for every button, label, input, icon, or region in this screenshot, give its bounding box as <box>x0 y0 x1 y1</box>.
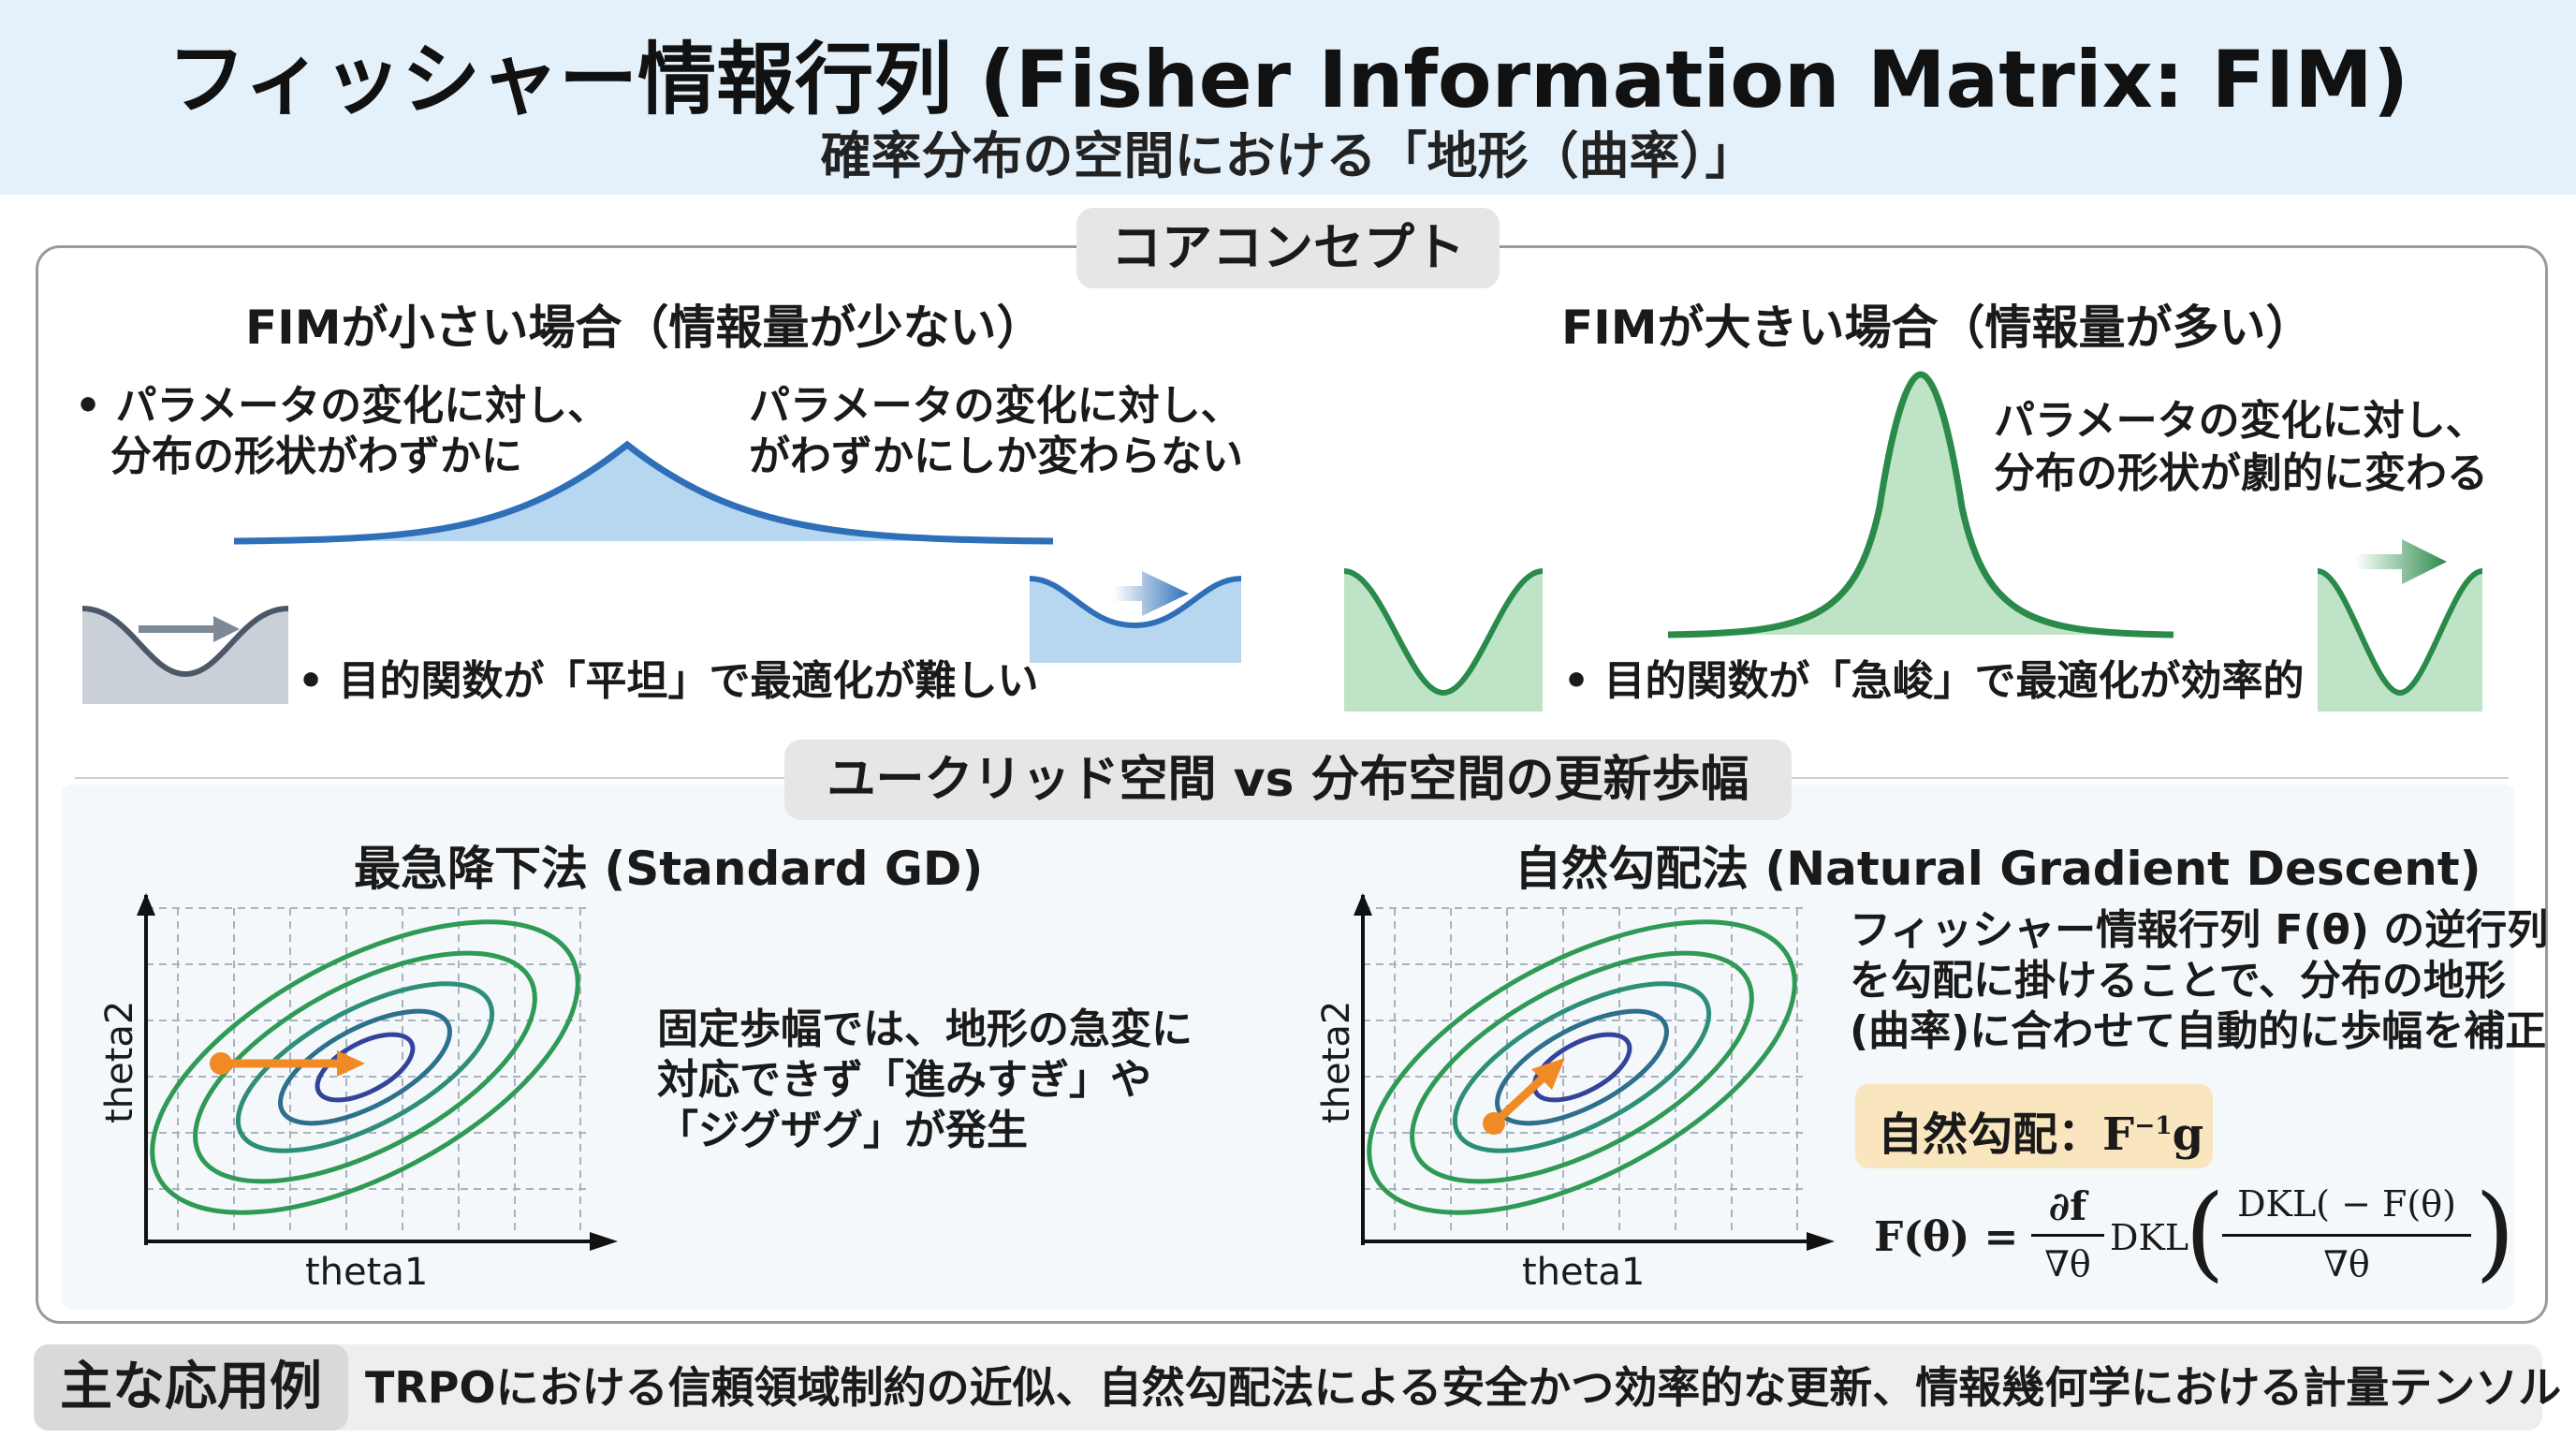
large-fim-bullet1-line2: 分布の形状が劇的に変わる <box>1994 449 2488 497</box>
wide-distribution-curve <box>233 440 1054 545</box>
steep-well-left <box>1343 568 1544 712</box>
formula-denominator: ∇θ <box>2044 1243 2091 1284</box>
natural-gradient-formula: F <box>2102 1108 2135 1161</box>
formula-inner-numerator: DKL( − F(θ) <box>2237 1183 2456 1225</box>
natural-gd-heading: 自然勾配法 (Natural Gradient Descent) <box>1515 842 2481 896</box>
natural-gd-desc-line1: フィッシャー情報行列 F(θ) の逆行列 <box>1850 906 2549 954</box>
formula-inner-fraction-bar <box>2222 1234 2471 1237</box>
natural-gd-desc-line3: (曲率)に合わせて自動的に歩幅を補正 <box>1850 1007 2547 1055</box>
formula-left-paren: ( <box>2185 1172 2225 1292</box>
applications-label: 主な応用例 <box>34 1344 348 1431</box>
update-section-background <box>62 785 2514 1309</box>
small-fim-heading: FIMが小さい場合（情報量が少ない） <box>245 301 1044 355</box>
natural-gd-contour-plot <box>1354 893 1835 1251</box>
applications-bar <box>34 1344 2542 1431</box>
flat-well-right <box>1029 571 1242 663</box>
narrow-distribution-curve <box>1667 371 2174 638</box>
standard-gd-ylabel: theta2 <box>98 1000 141 1123</box>
formula-lhs: F(θ) = <box>1874 1213 2019 1261</box>
applications-text: TRPOにおける信頼領域制約の近似、自然勾配法による安全かつ効率的な更新、情報幾… <box>365 1362 2562 1413</box>
formula-dkl: DKL <box>2110 1217 2189 1258</box>
standard-gd-xlabel: theta1 <box>305 1251 429 1294</box>
flat-well-left <box>81 606 289 704</box>
standard-gd-desc-line2: 対応できず「進みすぎ」や <box>657 1056 1151 1104</box>
large-fim-bullet2: • 目的関数が「急峻」で最適化が効率的 <box>1563 657 2305 705</box>
standard-gd-heading: 最急降下法 (Standard GD) <box>354 842 984 896</box>
natural-gradient-label: 自然勾配： <box>1878 1108 2103 1161</box>
standard-gd-desc-line3: 「ジグザグ」が発生 <box>657 1107 1028 1154</box>
header-banner <box>0 0 2576 195</box>
natural-gradient-expression: 自然勾配：F−1g <box>1878 1092 2203 1169</box>
natural-gd-desc-line2: を勾配に掛けることで、分布の地形 <box>1850 957 2506 1005</box>
small-fim-bullet1-line2: 分布の形状がわずかに <box>110 433 522 480</box>
formula-right-paren: ) <box>2475 1172 2515 1292</box>
formula-inner-denominator: ∇θ <box>2323 1243 2370 1284</box>
page-subtitle: 確率分布の空間における「地形（曲率）」 <box>820 126 1756 185</box>
formula-numerator: ∂f <box>2048 1183 2087 1229</box>
natural-gradient-g: g <box>2172 1108 2204 1161</box>
page-title: フィッシャー情報行列 (Fisher Information Matrix: F… <box>167 34 2409 125</box>
update-comparison-label: ユークリッド空間 vs 分布空間の更新歩幅 <box>784 740 1792 820</box>
core-concept-label: コアコンセプト <box>1076 208 1500 288</box>
formula-fraction-bar <box>2031 1234 2104 1237</box>
large-fim-bullet1-line1: パラメータの変化に対し、 <box>1994 397 2487 445</box>
small-fim-bullet2-line1: パラメータの変化に対し、 <box>749 382 1242 430</box>
large-fim-heading: FIMが大きい場合（情報量が多い） <box>1561 301 2313 355</box>
natural-gradient-box <box>1855 1084 2213 1168</box>
natural-gd-xlabel: theta1 <box>1522 1251 1646 1294</box>
steep-well-right <box>2317 539 2483 712</box>
small-fim-bullet3: • 目的関数が「平坦」で最適化が難しい <box>298 657 1039 705</box>
small-fim-bullet1-line1: • パラメータの変化に対し、 <box>75 382 609 430</box>
small-fim-bullet2-line2: がわずかにしか変わらない <box>749 433 1243 480</box>
natural-gd-ylabel: theta2 <box>1315 1000 1358 1123</box>
standard-gd-desc-line1: 固定歩幅では、地形の急変に <box>657 1005 1193 1053</box>
standard-gd-contour-plot <box>137 893 618 1251</box>
natural-gradient-exponent: −1 <box>2134 1111 2173 1140</box>
